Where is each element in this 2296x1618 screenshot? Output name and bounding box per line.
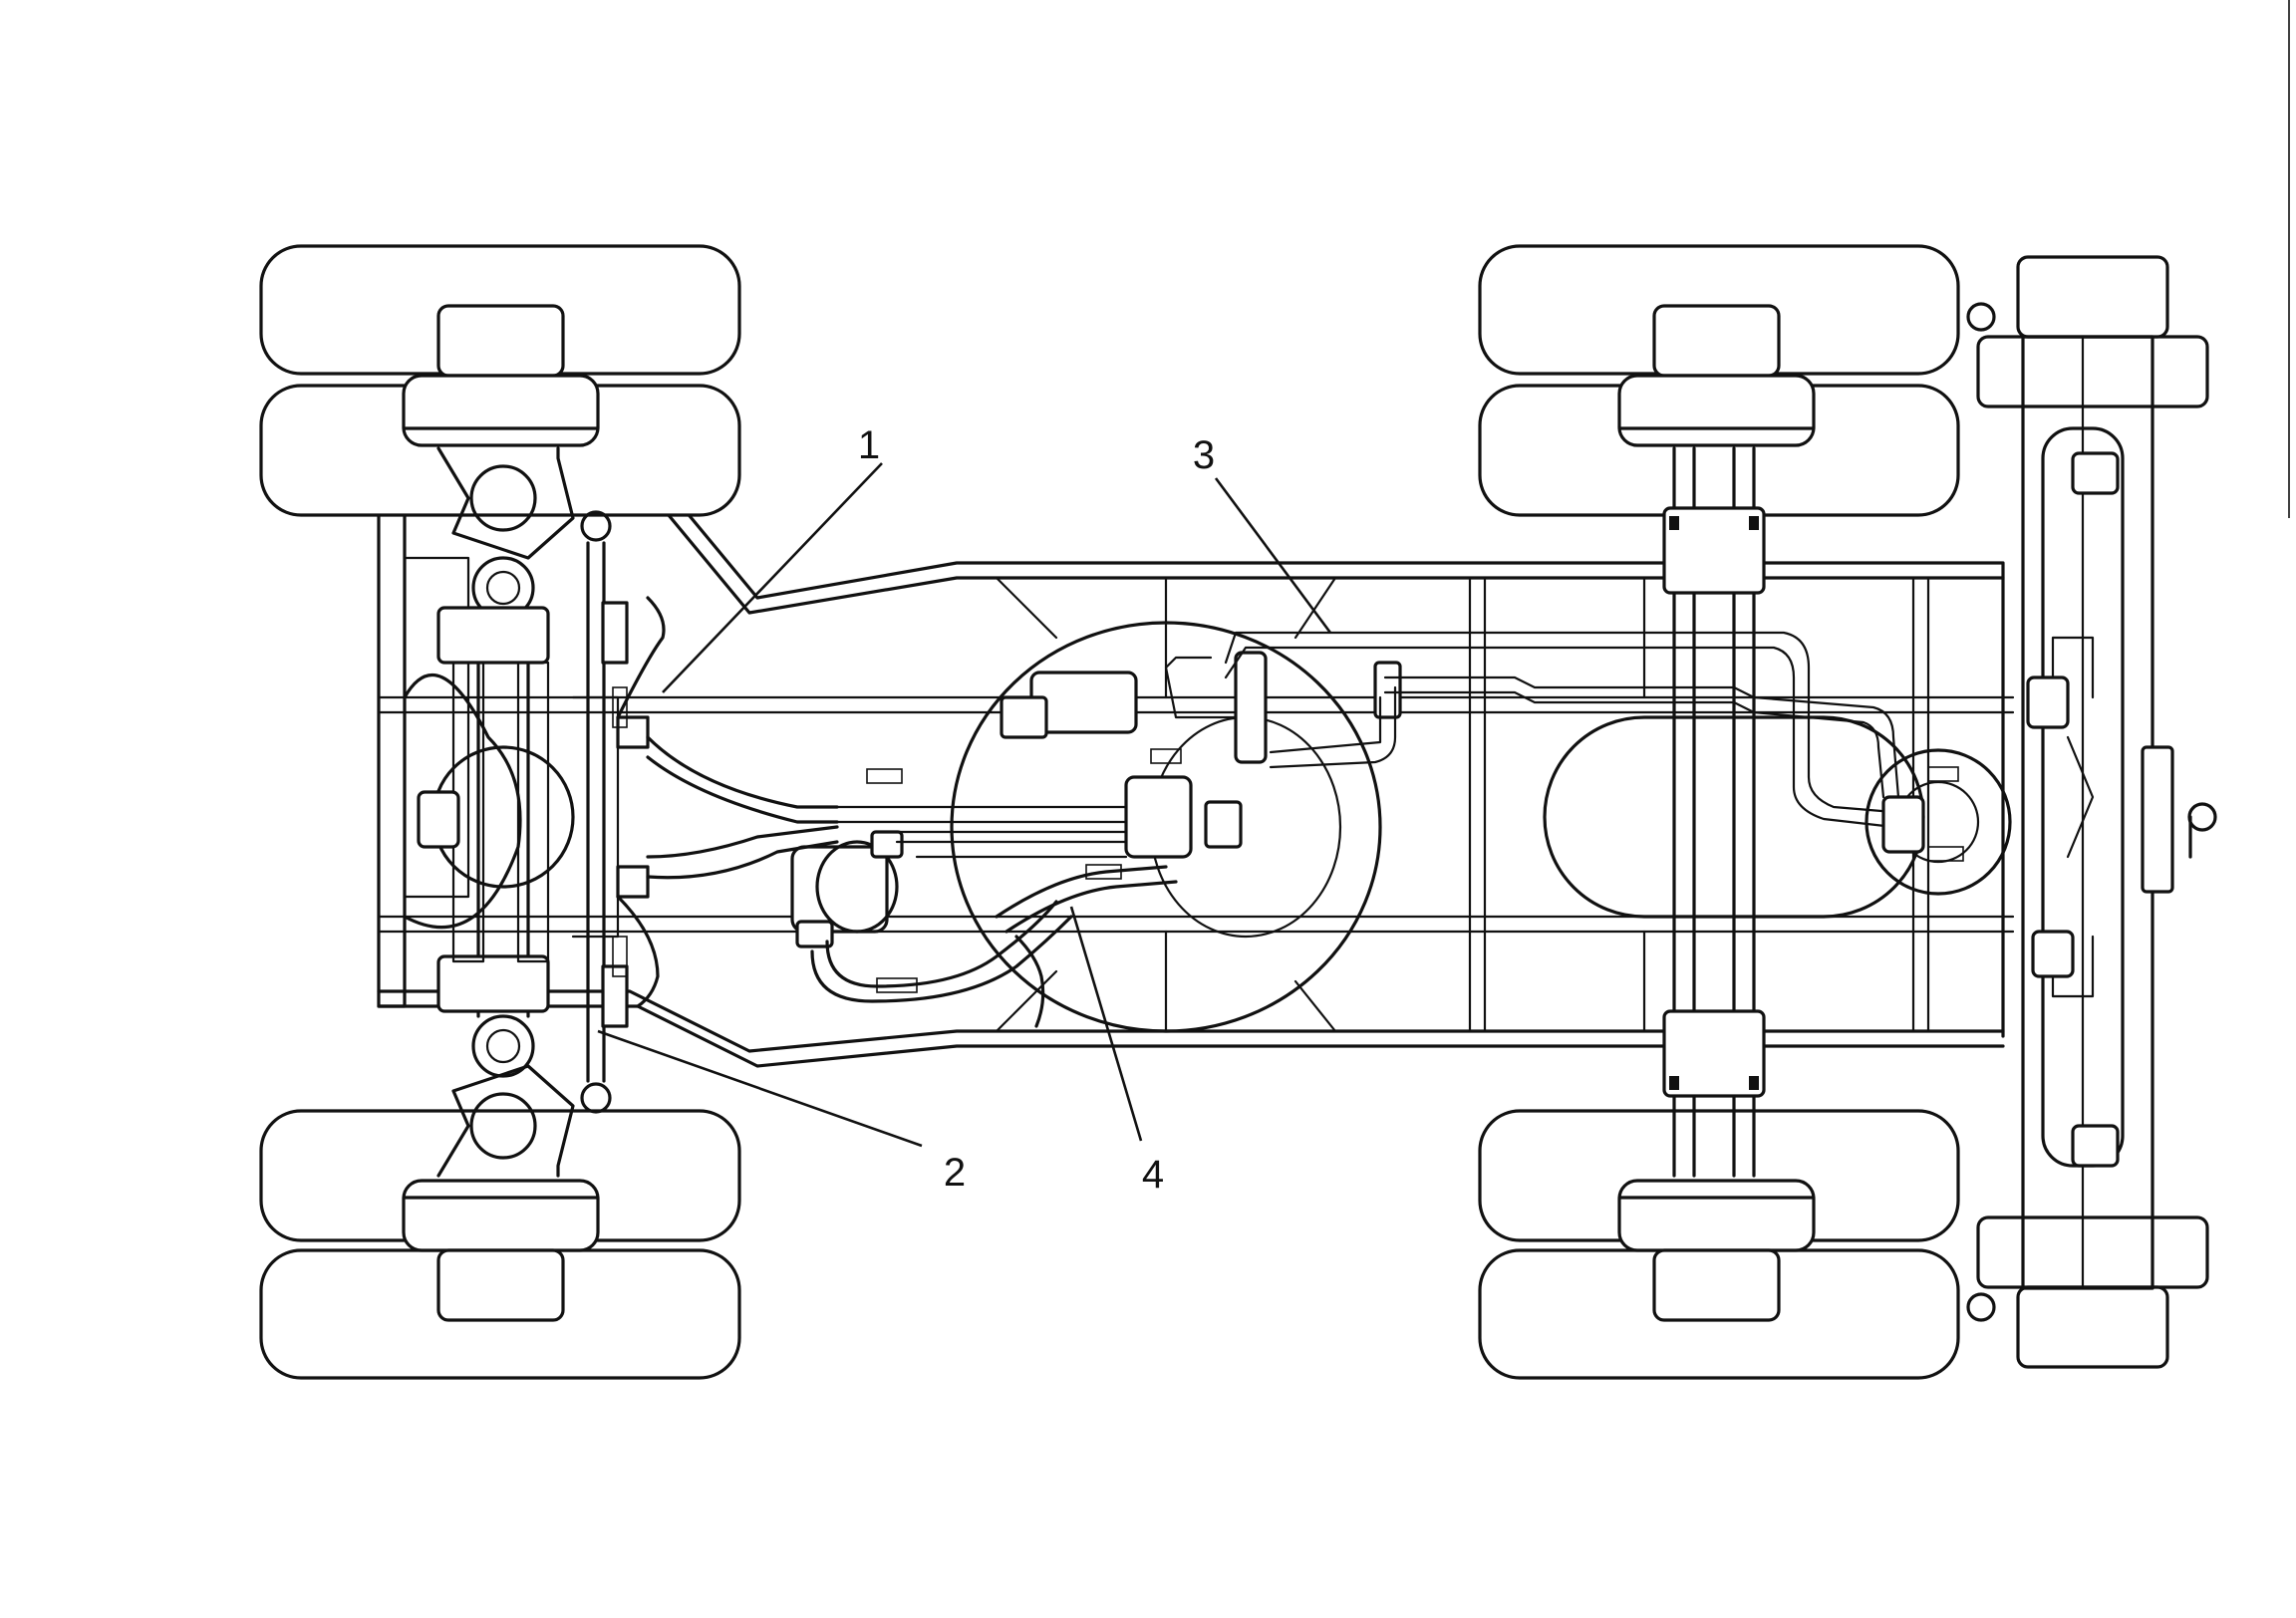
callout-1-label: 1 xyxy=(858,423,880,467)
air-lines xyxy=(612,596,1964,1028)
callout-3: 3 xyxy=(1193,433,1332,634)
callout-2-label: 2 xyxy=(944,1151,966,1195)
callout-2: 2 xyxy=(597,1029,966,1195)
front-axle xyxy=(259,244,741,1380)
callout-1: 1 xyxy=(662,423,883,693)
rear-axle xyxy=(1478,244,2012,1380)
brake-valve-assembly xyxy=(1000,651,1402,859)
callout-3-label: 3 xyxy=(1193,433,1215,477)
callout-4: 4 xyxy=(1069,906,1164,1197)
air-compressor xyxy=(790,830,904,948)
callout-4-label: 4 xyxy=(1142,1153,1164,1197)
tag-axle xyxy=(1966,255,2217,1369)
